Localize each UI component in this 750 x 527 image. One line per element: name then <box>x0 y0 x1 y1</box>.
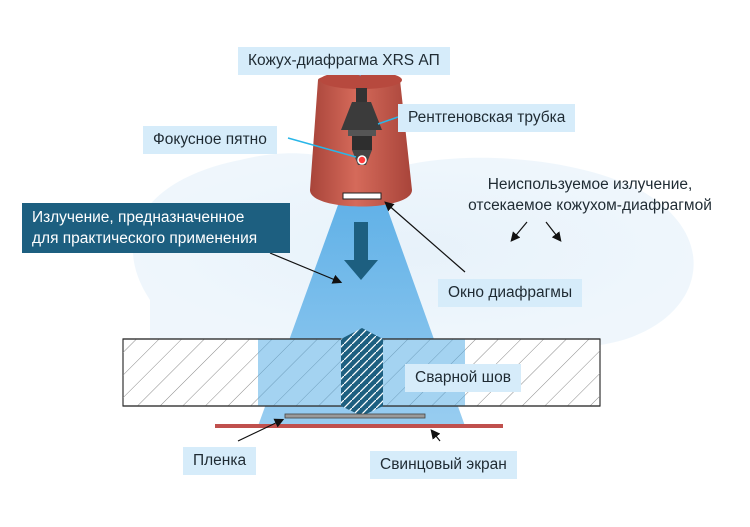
beam-direction-arrow <box>344 222 378 280</box>
weld-seam <box>341 328 383 416</box>
leader-film <box>237 418 285 442</box>
leader-lead-screen <box>430 429 441 442</box>
arrow-unused-left <box>510 221 528 242</box>
label-unused-line1: Неиспользуемое излучение, <box>487 176 693 193</box>
leader-window <box>384 201 466 273</box>
label-lead-screen: Свинцовый экран <box>370 451 517 479</box>
label-housing: Кожух-диафрагма XRS АП <box>238 47 450 75</box>
label-useful-beam-line1: Излучение, предназначенное <box>32 209 245 226</box>
label-unused-line2: отсекаемое кожухом-диафрагмой <box>468 197 712 214</box>
arrow-unused-right <box>545 221 562 242</box>
label-focal-spot: Фокусное пятно <box>143 126 277 154</box>
label-unused-radiation: Неиспользуемое излучение, отсекаемое кож… <box>445 174 735 216</box>
leader-useful-beam <box>269 252 343 284</box>
label-weld: Сварной шов <box>405 364 521 392</box>
lead-screen <box>215 424 503 428</box>
label-film: Пленка <box>183 447 257 475</box>
label-useful-beam: Излучение, предназначенное для практичес… <box>22 203 290 253</box>
label-useful-beam-line2: для практического применения <box>32 230 258 247</box>
leader-tube <box>377 116 399 125</box>
housing <box>310 71 412 207</box>
film <box>284 413 426 419</box>
label-window: Окно диафрагмы <box>438 279 583 307</box>
label-tube: Рентгеновская трубка <box>398 104 576 132</box>
diaphragm-window <box>342 192 382 200</box>
focal-spot <box>357 155 367 165</box>
leader-focal-spot <box>287 137 357 158</box>
